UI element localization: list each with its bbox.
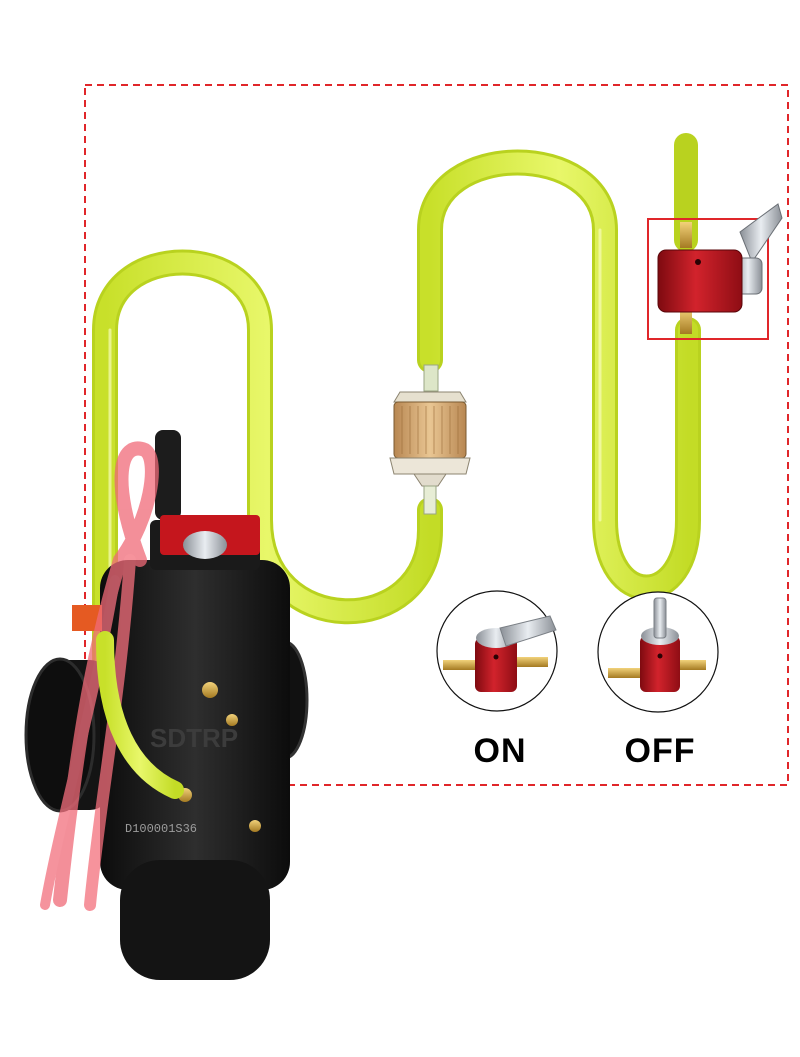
fuel-petcock [657, 203, 783, 334]
carb-brand-logo: SDTRP [150, 723, 238, 753]
valve-on-inset [436, 590, 558, 712]
valve-off-inset [597, 591, 719, 713]
carburetor: SDTRP D100001S36 [24, 430, 309, 980]
dashed-outline [84, 84, 789, 786]
valve-off-label: OFF [624, 732, 696, 770]
carb-serial-number: D100001S36 [125, 822, 197, 836]
valve-on-label: ON [473, 732, 527, 770]
hose-end-segment [96, 631, 184, 799]
valve-callout-box [647, 218, 769, 340]
fuel-filter [389, 364, 471, 515]
vent-hoses [40, 441, 159, 911]
